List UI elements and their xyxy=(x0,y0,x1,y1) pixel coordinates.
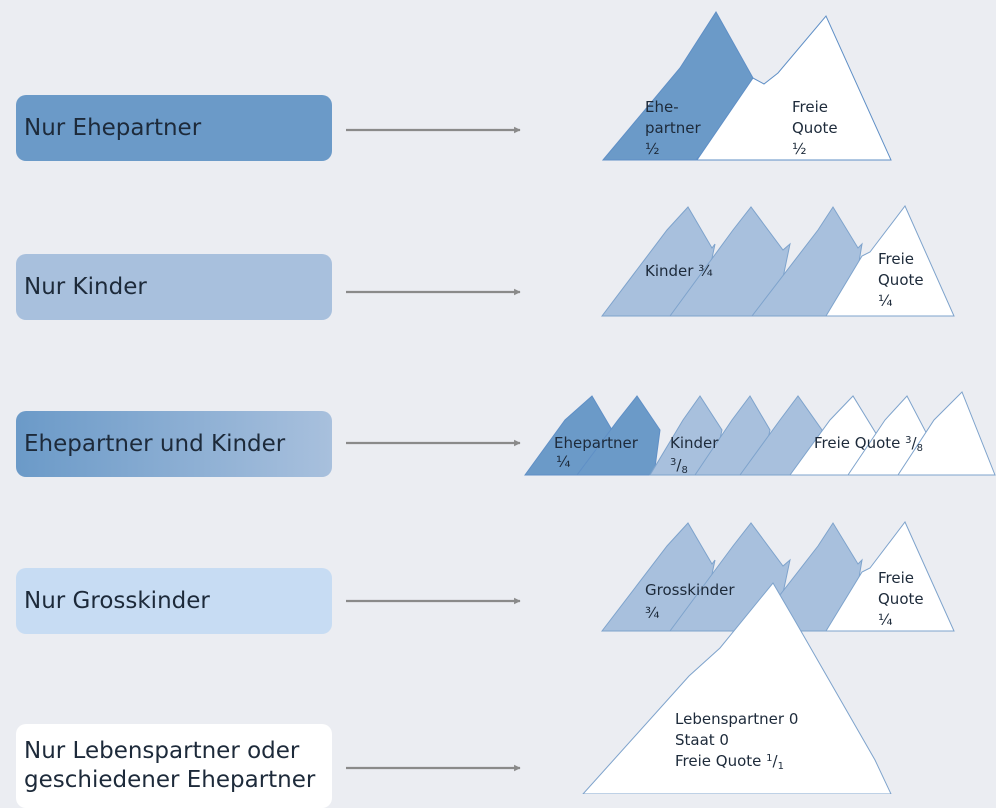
label-ehe-1: Ehe- xyxy=(645,98,679,116)
label-gross-1: Grosskinder xyxy=(645,581,735,599)
label-kinder-fraction: 3/8 xyxy=(670,456,688,476)
label-line-2: Staat 0 xyxy=(675,731,729,749)
mountain-row-1: Ehe- partner ½ Freie Quote ½ xyxy=(601,11,892,161)
kinder-slash: / xyxy=(676,456,682,474)
label-freie-3: ½ xyxy=(792,140,807,158)
kinder-numerator: 3 xyxy=(670,457,676,468)
label-line-3: Freie Quote 1/1 xyxy=(675,752,784,772)
label-freie-1: Freie xyxy=(878,250,914,268)
box-nur-ehepartner: Nur Ehepartner xyxy=(16,95,332,161)
label-freie-3: ¼ xyxy=(878,292,893,310)
label-freie-3: ¼ xyxy=(878,611,893,629)
label-freie-1: Freie xyxy=(878,569,914,587)
mountain-ehepartner-2 xyxy=(576,395,661,476)
freie-slash: / xyxy=(773,752,779,770)
box-nur-grosskinder: Nur Grosskinder xyxy=(16,568,332,634)
mountain-freie-3 xyxy=(897,391,996,476)
label-kinder: Kinder ¾ xyxy=(645,262,713,280)
label-ehe-2: partner xyxy=(645,119,701,137)
box-label: Nur Ehepartner xyxy=(24,114,202,141)
label-ehe-1: Ehepartner xyxy=(554,434,639,452)
box-label: Ehepartner und Kinder xyxy=(24,430,286,457)
mountain-row-5: Lebenspartner 0 Staat 0 Freie Quote 1/1 xyxy=(582,582,892,794)
label-freie-2: Quote xyxy=(792,119,838,137)
arrows xyxy=(346,126,521,772)
freie-numerator: 3 xyxy=(905,435,911,446)
box-ehepartner-und-kinder: Ehepartner und Kinder xyxy=(16,411,332,477)
freie-text: Freie Quote xyxy=(814,434,905,452)
freie-slash: / xyxy=(912,434,918,452)
label-freie-quote: Freie Quote 3/8 xyxy=(814,434,923,454)
label-freie-2: Quote xyxy=(878,590,924,608)
freie-denominator: 1 xyxy=(778,761,784,772)
box-label-multiline: Nur Lebenspartner oder geschiedener Ehep… xyxy=(24,737,315,795)
label-line-1: Lebenspartner 0 xyxy=(675,710,798,728)
box-nur-kinder: Nur Kinder xyxy=(16,254,332,320)
box-label-line-1: Nur Lebenspartner oder xyxy=(24,738,300,765)
label-ehe-2: ¼ xyxy=(556,453,571,471)
mountain-freie-quote-gesamt xyxy=(582,582,892,794)
box-label: Nur Grosskinder xyxy=(24,587,210,614)
mountain-row-3: Ehepartner ¼ Kinder 3/8 Freie Quote 3/8 xyxy=(524,391,996,476)
mountain-row-2: Kinder ¾ Freie Quote ¼ xyxy=(600,205,955,317)
label-freie-2: Quote xyxy=(878,271,924,289)
label-freie-1: Freie xyxy=(792,98,828,116)
mountain-freie-quote xyxy=(825,205,955,317)
freie-numerator: 1 xyxy=(766,753,772,764)
mountain-freie-quote xyxy=(696,15,892,161)
freie-text: Freie Quote xyxy=(675,752,766,770)
mountain-freie-quote xyxy=(825,521,955,632)
box-label: Nur Kinder xyxy=(24,273,147,300)
kinder-denominator: 8 xyxy=(681,465,687,476)
box-label-line-2: geschiedener Ehepartner xyxy=(24,767,316,793)
label-kinder-1: Kinder xyxy=(670,434,719,452)
label-ehe-3: ½ xyxy=(645,140,660,158)
freie-denominator: 8 xyxy=(917,443,923,454)
label-gross-2: ¾ xyxy=(645,604,660,622)
